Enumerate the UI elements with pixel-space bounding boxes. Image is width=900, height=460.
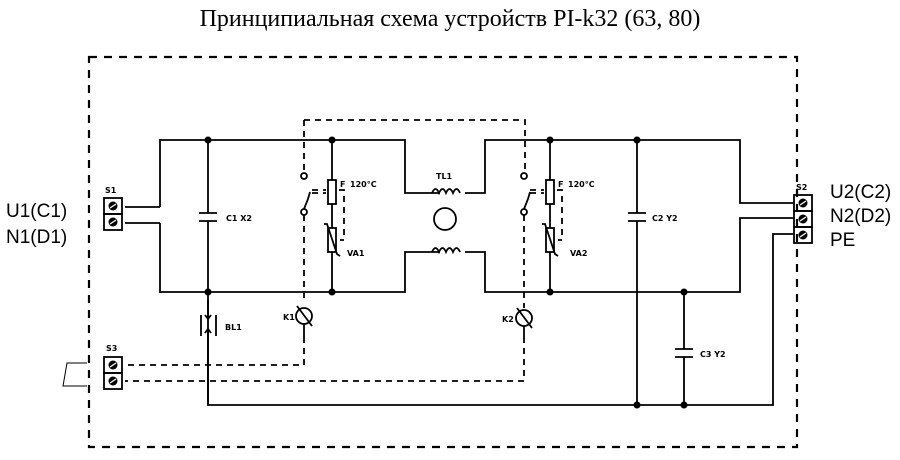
wire-bottom-right (465, 217, 793, 293)
label-f2-temp: 120°C (568, 180, 595, 189)
label-f2: F (558, 180, 563, 189)
label-bl1: BL1 (225, 323, 242, 332)
junction (546, 288, 554, 296)
junction (546, 136, 554, 144)
terminal-label-pe: PE (830, 230, 855, 251)
label-k1: K1 (283, 313, 295, 322)
junction (328, 136, 336, 144)
wire-top-right (465, 139, 793, 204)
terminal-block-s1: S1 (103, 186, 123, 231)
label-c2: C2 Y2 (652, 214, 678, 223)
label-c1: C1 X2 (226, 214, 252, 223)
label-f1: F (340, 180, 345, 189)
arrester-bl1: BL1 (200, 292, 242, 405)
capacitor-c1: C1 X2 (199, 140, 252, 292)
diagram-title: Принципиальная схема устройств PI-k32 (6… (199, 6, 701, 32)
label-k2: K2 (502, 315, 514, 324)
terminal-label-u1: U1(C1) (6, 201, 67, 222)
wire-top-left (159, 139, 440, 207)
wire-bottom-left (159, 223, 440, 293)
thermal-fuse-f2 (545, 179, 555, 205)
terminal-label-n2: N2(D2) (830, 206, 891, 227)
label-va1: VA1 (347, 249, 365, 258)
junction (204, 136, 212, 144)
transformer-tl1: TL1 (431, 172, 461, 255)
capacitor-c2: C2 Y2 (628, 140, 678, 405)
label-f1-temp: 120°C (350, 180, 377, 189)
switch-k1: K1 (125, 119, 526, 366)
terminal-block-s3: S3 (103, 344, 123, 390)
thermal-fuse-f1 (327, 179, 337, 205)
label-s3: S3 (106, 344, 117, 353)
external-contact-icon (62, 362, 87, 387)
wire-pe (207, 233, 793, 406)
junction (633, 401, 641, 409)
terminal-label-n1: N1(D1) (6, 227, 67, 248)
label-s2: S2 (796, 183, 807, 192)
fuse-varistor-branch-1: F 120°C VA1 (312, 140, 377, 292)
junction (680, 401, 688, 409)
varistor-va1 (327, 227, 337, 253)
switch-k2: K2 (125, 172, 533, 382)
device-enclosure (87, 55, 799, 449)
label-s1: S1 (105, 186, 117, 195)
terminal-label-u2: U2(C2) (830, 182, 891, 203)
varistor-va2 (545, 227, 555, 253)
terminal-block-s2: S2 (793, 183, 813, 244)
junction (633, 136, 641, 144)
fuse-varistor-branch-2: F 120°C VA2 (530, 140, 595, 292)
capacitor-c3: C3 Y2 (675, 292, 726, 405)
junction (680, 288, 688, 296)
junction (328, 288, 336, 296)
label-c3: C3 Y2 (700, 350, 726, 359)
label-tl1: TL1 (436, 172, 453, 181)
label-va2: VA2 (570, 249, 587, 258)
